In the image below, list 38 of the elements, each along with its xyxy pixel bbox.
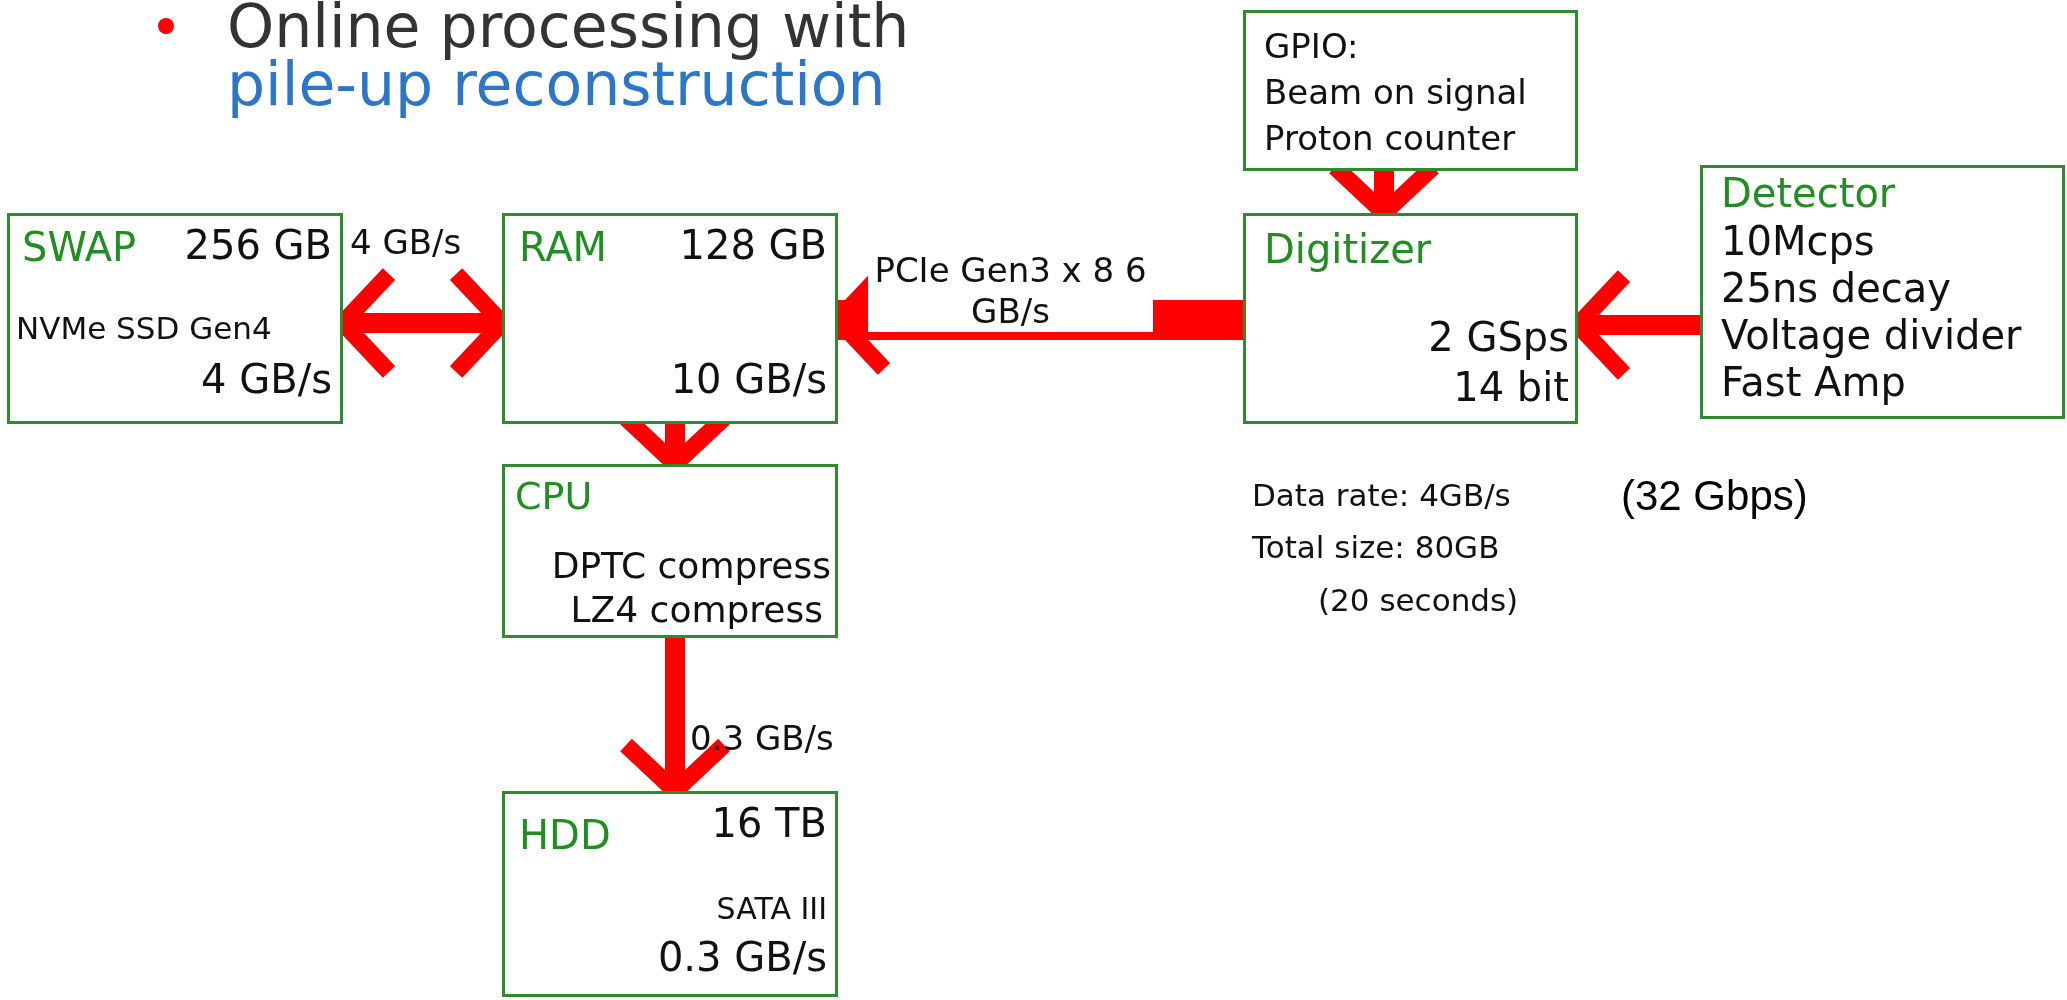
- box-text: 14 bit: [1453, 364, 1569, 410]
- box-text: GPIO:: [1264, 27, 1359, 67]
- component-box: [1243, 10, 1578, 171]
- box-title: CPU: [515, 475, 593, 519]
- box-text: DPTC compress: [551, 545, 831, 587]
- edge-label: 0.3 GB/s: [690, 718, 834, 759]
- box-text: LZ4 compress: [570, 589, 823, 631]
- box-text: Beam on signal: [1264, 73, 1527, 113]
- box-text: 10 GB/s: [670, 356, 827, 402]
- component-box: [1700, 165, 2065, 419]
- box-title: Digitizer: [1264, 226, 1432, 272]
- box-text: 128 GB: [679, 222, 827, 268]
- component-box: [502, 791, 838, 997]
- box-text: 25ns decay: [1721, 265, 1951, 311]
- component-box: [7, 213, 343, 424]
- component-box: [1243, 213, 1578, 424]
- box-text: 4 GB/s: [201, 356, 332, 402]
- box-title: SWAP: [22, 224, 137, 270]
- box-text: NVMe SSD Gen4: [16, 311, 272, 347]
- box-text: 256 GB: [184, 222, 332, 268]
- box-text: 2 GSps: [1428, 314, 1569, 360]
- box-text: Fast Amp: [1721, 359, 1906, 405]
- note-text: (32 Gbps): [1621, 472, 1808, 521]
- box-text: Proton counter: [1264, 119, 1516, 159]
- component-box: [502, 213, 838, 424]
- note-text: Total size: 80GB: [1252, 530, 1500, 566]
- note-text: Data rate: 4GB/s: [1252, 478, 1511, 514]
- box-text: Voltage divider: [1721, 312, 2022, 358]
- box-title: HDD: [519, 812, 611, 858]
- box-title: Detector: [1721, 170, 1896, 216]
- box-text: 16 TB: [711, 800, 827, 846]
- box-text: SATA III: [716, 892, 827, 927]
- box-text: 0.3 GB/s: [657, 934, 827, 980]
- box-text: 10Mcps: [1721, 218, 1875, 264]
- edge-label: 4 GB/s: [350, 222, 462, 263]
- box-title: RAM: [519, 224, 608, 270]
- component-box: [502, 464, 838, 638]
- note-text: (20 seconds): [1318, 583, 1519, 619]
